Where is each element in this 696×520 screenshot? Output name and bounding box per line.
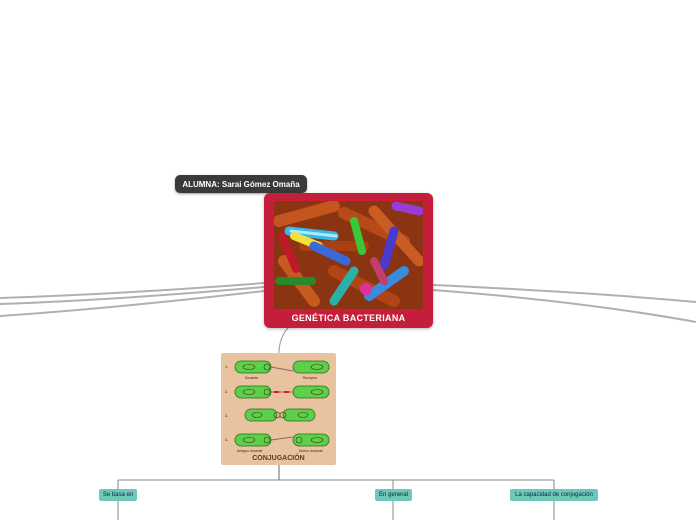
author-label-text: ALUMNA: Sarai Gómez Omaña [182, 179, 300, 189]
bacterium-cell [282, 408, 316, 422]
branch-se-basa-en[interactable]: Se basa en [99, 489, 137, 501]
bacterium-cell [234, 360, 272, 374]
step-number: 3. [225, 413, 228, 418]
branch-en-general[interactable]: En general [375, 489, 412, 501]
new-donor-caption: Nuevo donante [299, 449, 323, 453]
conjugation-title: CONJUGACIÓN [252, 455, 305, 462]
bacterium-cell [244, 408, 278, 422]
bacterium-cell [234, 385, 272, 399]
bacteria-image [274, 201, 423, 309]
branch-label: Se basa en [102, 492, 134, 498]
old-donor-caption: Antiguo donante [237, 449, 263, 453]
connector-line [0, 282, 265, 299]
recipient-caption: Receptor [303, 376, 318, 380]
conjugation-topic[interactable]: 1. 2. 3. 4. [221, 353, 336, 465]
connector-line [432, 289, 696, 323]
author-label[interactable]: ALUMNA: Sarai Gómez Omaña [175, 175, 307, 193]
step-number: 4. [225, 437, 228, 442]
bacterium-cell [234, 433, 272, 447]
connector-line [0, 290, 265, 317]
central-topic[interactable]: GENÉTICA BACTERIANA [264, 193, 433, 328]
branch-label: En general [378, 492, 409, 498]
step-number: 2. [225, 389, 228, 394]
connector-line [0, 286, 265, 305]
donor-caption: Donante [245, 376, 258, 380]
step-number: 1. [225, 364, 228, 369]
central-topic-title: GENÉTICA BACTERIANA [291, 313, 406, 323]
connector-line [432, 284, 696, 303]
branch-capacidad-conjugacion[interactable]: La capacidad de conjugación [510, 489, 598, 501]
branch-label: La capacidad de conjugación [515, 492, 593, 498]
connector-line [278, 327, 289, 354]
conjugation-diagram: 1. 2. 3. 4. [225, 360, 330, 453]
